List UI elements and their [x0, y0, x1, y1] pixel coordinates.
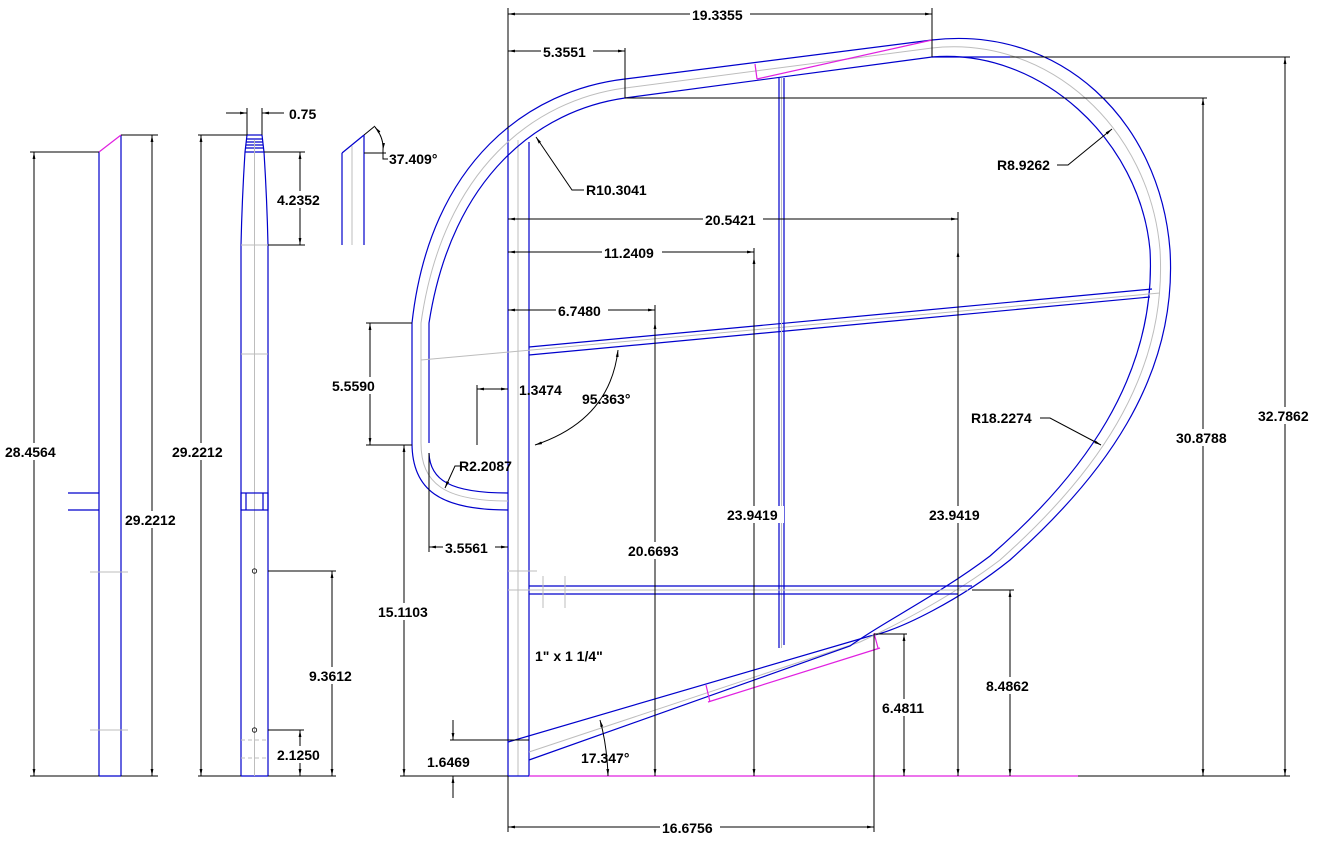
label-bg — [602, 244, 662, 261]
label-bg — [928, 506, 986, 523]
angle-arc — [599, 719, 610, 777]
label-bg — [726, 506, 784, 523]
dim-mid-post: 11.2409 — [604, 245, 654, 261]
radius-top-right: R8.9262 — [997, 157, 1050, 173]
leader — [382, 150, 388, 160]
sleeve — [240, 492, 269, 511]
dim-top-width: 0.75 — [289, 106, 316, 122]
miter-mark — [705, 684, 711, 703]
miter-mark — [873, 632, 879, 649]
main-dimensions — [366, 8, 1290, 832]
dim-left-flat: 5.5590 — [332, 378, 375, 394]
main-frame — [411, 37, 1172, 777]
label-bg — [377, 603, 435, 620]
angle-bar: 95.363° — [582, 391, 630, 407]
radius-leader — [1040, 417, 1102, 446]
dim-left-lower: 15.1103 — [378, 604, 428, 620]
dim-left-overall: 28.4564 — [5, 444, 56, 460]
dim-miter-angle: 37.409° — [389, 151, 437, 167]
dim-hole-lower: 2.1250 — [277, 747, 320, 763]
label-bg — [660, 819, 720, 836]
dim-right-height: 23.9419 — [929, 507, 980, 523]
dim-bottom: 16.6756 — [662, 820, 713, 836]
dim-top-bend: 5.3551 — [543, 44, 586, 60]
label-bg — [4, 443, 62, 460]
dim-taper: 4.2352 — [277, 192, 320, 208]
label-bg — [627, 542, 685, 559]
centerline — [420, 87, 626, 443]
dim-upper-rail: 20.5421 — [705, 212, 756, 228]
left-post-view — [30, 134, 158, 777]
post-edge — [240, 134, 248, 776]
post-edge — [261, 134, 269, 776]
label-bg — [1257, 407, 1315, 424]
label-bg — [171, 443, 231, 460]
angle-arc — [534, 349, 619, 446]
dim-overall-height: 32.7862 — [1258, 408, 1309, 424]
dim-bar-left: 6.7480 — [558, 303, 601, 319]
hole — [251, 568, 258, 574]
label-bg — [985, 677, 1035, 694]
dim-mid-post-height: 23.9419 — [727, 507, 778, 523]
radius-top-left: R10.3041 — [586, 182, 647, 198]
centerline — [420, 442, 509, 502]
radius-leader — [1057, 128, 1113, 166]
radius-right-sweep: R18.2274 — [971, 410, 1032, 426]
dim-bend-offset: 3.5561 — [445, 540, 488, 556]
radius-leader — [535, 136, 584, 191]
dim-low-bar: 8.4862 — [986, 678, 1029, 694]
radius-leader — [444, 465, 460, 489]
miter-edge — [341, 134, 365, 154]
miter-mark — [756, 39, 933, 80]
label-bg — [330, 377, 382, 394]
miter-mark — [754, 63, 758, 80]
dim-bend-inner: 1.3474 — [519, 382, 562, 398]
label-bg — [124, 511, 182, 528]
angle-bottom: 17.347° — [581, 750, 629, 766]
dim-middle-overall: 29.2212 — [172, 444, 223, 460]
label-bg — [881, 699, 931, 716]
dim-left-inner: 29.2212 — [125, 512, 176, 528]
dim-kink: 6.4811 — [882, 700, 924, 716]
dim-inner-height: 30.8788 — [1176, 430, 1227, 446]
inner-tube-edge — [428, 97, 626, 443]
label-bg — [276, 191, 326, 208]
inner-tube-edge — [528, 55, 1152, 761]
dim-hole-upper: 9.3612 — [309, 668, 352, 684]
dim-bar-left-height: 20.6693 — [628, 543, 679, 559]
tube-size-note: 1" x 1 1/4" — [535, 648, 603, 664]
dim-top-overall: 19.3355 — [692, 7, 743, 23]
outer-tube-edge — [507, 37, 1172, 743]
crossbar-edge — [528, 288, 1153, 348]
label-bg — [308, 667, 358, 684]
hole — [251, 727, 258, 733]
centerline — [528, 46, 1162, 753]
outer-tube-edge — [411, 78, 626, 443]
radius-bottom-left: R2.2087 — [459, 458, 512, 474]
miter-mark — [707, 647, 881, 703]
label-bg — [1175, 429, 1233, 446]
crossbar-edge — [528, 296, 1151, 356]
dim-bottom-offset: 1.6469 — [427, 754, 470, 770]
angle-arc — [374, 126, 385, 151]
extension-line — [363, 125, 376, 136]
label-bg — [276, 746, 326, 763]
centerline — [420, 292, 1161, 361]
outer-tube-edge — [411, 442, 509, 511]
label-bg — [703, 211, 763, 228]
label-bg — [443, 539, 495, 556]
miter-detail — [341, 125, 388, 245]
miter-cut — [98, 134, 122, 153]
label-bg — [556, 302, 608, 319]
label-bg — [690, 6, 750, 23]
label-bg — [541, 43, 593, 60]
